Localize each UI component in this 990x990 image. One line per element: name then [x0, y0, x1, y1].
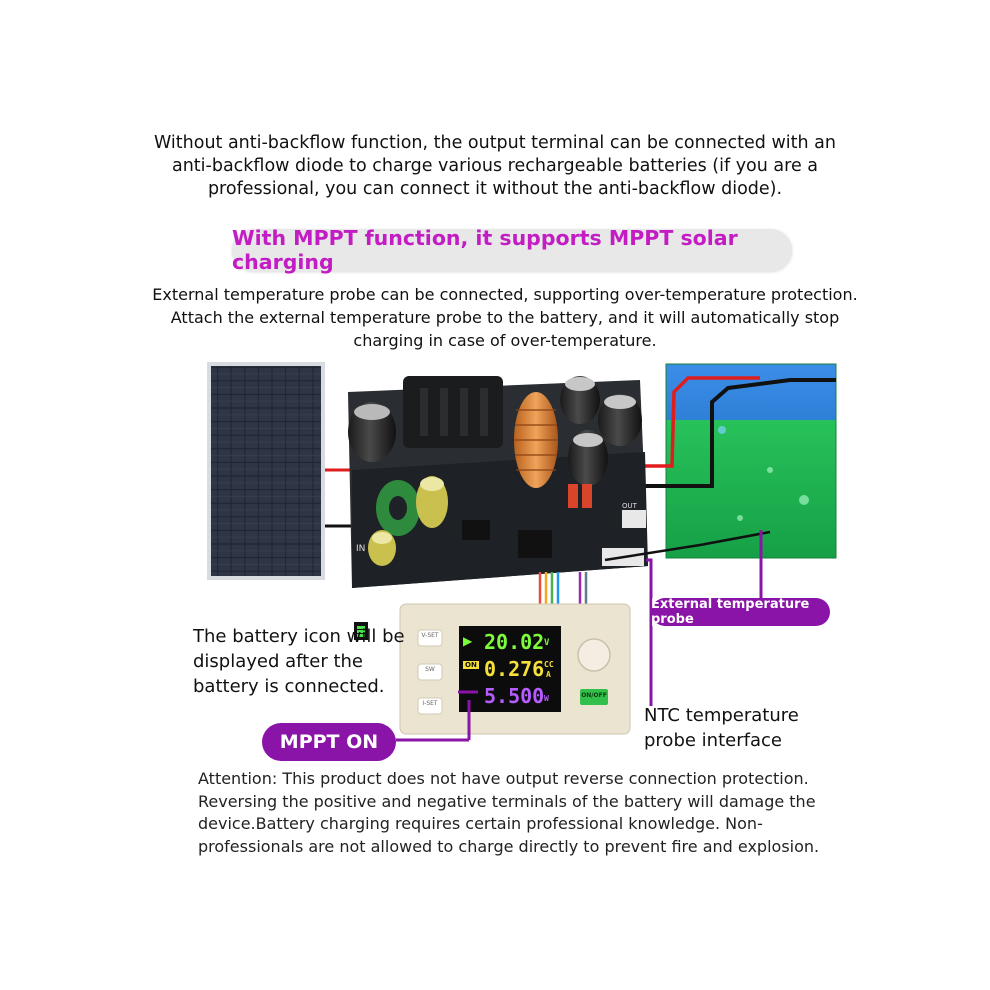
- onoff-button[interactable]: ON/OFF: [581, 692, 607, 699]
- display-voltage-unit: V: [544, 638, 550, 648]
- battery-icon-callout: The battery icon will be displayed after…: [193, 626, 405, 697]
- converter-board-image: [348, 376, 648, 610]
- iset-button[interactable]: I-SET: [422, 700, 438, 707]
- external-probe-label: External temperature probe: [651, 597, 830, 627]
- display-cc-badge: CC: [544, 660, 554, 669]
- control-panel-image: [399, 603, 631, 735]
- probe-paragraph: External temperature probe can be connec…: [152, 285, 858, 350]
- display-current-unit: A: [546, 670, 551, 679]
- display-current-readout: 0.276: [484, 657, 545, 681]
- callout-leader-lines: [396, 530, 763, 742]
- mppt-on-label: MPPT ON: [262, 723, 396, 761]
- display-power-readout: 5.500: [484, 684, 545, 708]
- probe-wire: [604, 530, 771, 562]
- mppt-banner: With MPPT function, it supports MPPT sol…: [232, 226, 792, 274]
- battery-icon: [354, 622, 368, 640]
- top-paragraph: Without anti-backflow function, the outp…: [154, 133, 836, 199]
- display-signal-icon: ▶: [463, 634, 473, 648]
- display-on-badge: ON: [463, 661, 479, 669]
- vset-button[interactable]: V-SET: [421, 632, 439, 639]
- solar-panel-image: [207, 362, 325, 580]
- display-power-unit: W: [544, 694, 549, 703]
- sw-button[interactable]: SW: [425, 666, 435, 673]
- board-out-label: OUT: [622, 502, 637, 510]
- board-in-label: IN: [356, 544, 366, 554]
- battery-pack-image: [640, 363, 837, 559]
- attention-notice: Attention: This product does not have ou…: [198, 769, 820, 856]
- ntc-interface-callout: NTC temperature probe interface: [644, 705, 799, 751]
- display-voltage-readout: 20.02: [484, 630, 545, 654]
